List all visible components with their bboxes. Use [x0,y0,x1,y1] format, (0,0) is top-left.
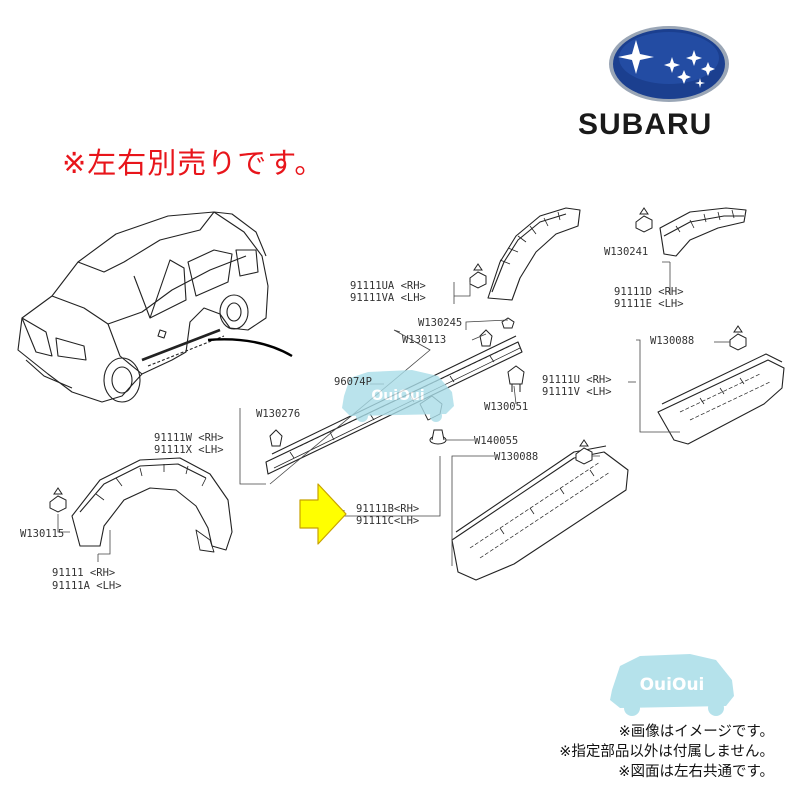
callout-labels: W130245 W130113 96074P W130276 W130051 W… [20,246,694,592]
clip-w130241-a-icon [469,263,487,289]
footnote-parts-note: ※指定部品以外は付属しません。 [559,744,774,760]
callout-91111c: 91111C<LH> [356,515,419,527]
rear-wheel-arch-molding [487,207,581,301]
front-upper-molding [659,207,747,257]
brand-wordmark: SUBARU [578,108,713,141]
leader-lines [57,261,730,566]
clip-w130088-a-icon [729,325,747,351]
callout-w130113: W130113 [402,334,446,346]
clip-w130113-icon [479,329,493,347]
callout-91111v: 91111V <LH> [542,386,612,398]
callout-w130088-a: W130088 [650,335,694,347]
callout-91111b: 91111B<RH> [356,503,419,515]
callout-91111va: 91111VA <LH> [350,292,426,304]
callout-w130276: W130276 [256,408,300,420]
clip-w130241-b-icon [635,207,653,233]
clip-w130245-icon [501,317,515,329]
callout-91111u: 91111U <RH> [542,374,612,386]
target-side-sill-molding [451,445,629,581]
footnotes: ※画像はイメージです。 ※指定部品以外は付属しません。 ※図面は左右共通です。 [559,722,774,782]
callout-91111a: 91111A <LH> [52,580,122,592]
watermark-text-a: OuiOui [371,388,424,404]
callout-91111: 91111 <RH> [52,567,115,579]
footnote-symmetry-note: ※図面は左右共通です。 [618,764,774,780]
footnote-image-note: ※画像はイメージです。 [618,724,774,740]
clip-w130115-icon [49,487,67,513]
watermark-text-b: OuiOui [640,675,705,695]
callout-91111ua: 91111UA <RH> [350,280,426,292]
callout-91111e: 91111E <LH> [614,298,684,310]
callout-w130051: W130051 [484,401,528,413]
sold-separately-notice: ※左右別売りです。 [62,146,325,180]
callout-w130241: W130241 [604,246,648,258]
vehicle-illustration [17,211,269,403]
clip-w140055-icon [429,429,447,445]
indicator-arrow-icon [299,483,347,545]
callout-91111x: 91111X <LH> [154,444,224,456]
clip-w130088-b-icon [575,439,593,465]
callout-w130245: W130245 [418,317,462,329]
watermark-car-icon: OuiOui [342,370,454,422]
clip-w130051-icon [507,365,525,392]
callout-w130088-b: W130088 [494,451,538,463]
callout-w130115: W130115 [20,528,64,540]
callout-96074p: 96074P [334,376,372,388]
clip-w130276-icon [269,429,283,447]
callout-91111w: 91111W <RH> [154,432,224,444]
watermark-car-bottom-icon: OuiOui [610,654,734,716]
front-wheel-arch-molding [71,457,233,553]
callout-91111d: 91111D <RH> [614,286,684,298]
subaru-logo-icon [609,26,729,102]
location-pointer-line [207,338,293,358]
callout-w140055: W140055 [474,435,518,447]
side-sill-rear-molding [657,353,785,445]
